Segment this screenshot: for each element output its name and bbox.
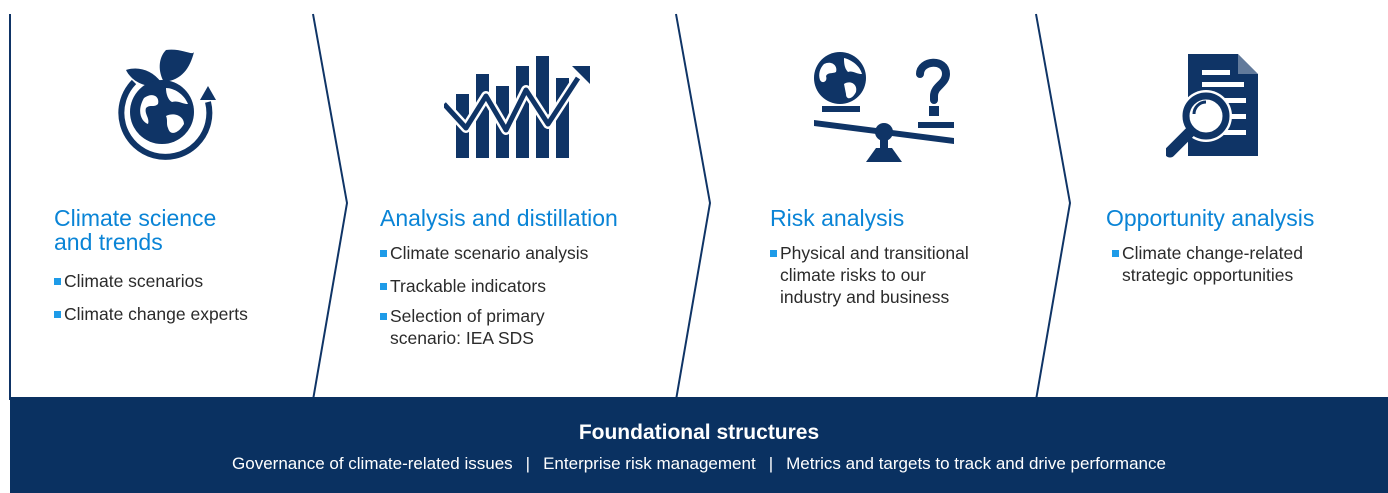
stage-title: Risk analysis (770, 205, 905, 231)
list-item: Climate scenario analysis (380, 242, 665, 264)
document-magnifier-icon (1166, 54, 1258, 158)
list-item: Climate change experts (54, 303, 304, 325)
stage-title: Climate science and trends (54, 205, 217, 255)
bullet-square-icon (1112, 250, 1119, 257)
bullet-square-icon (380, 250, 387, 257)
foundational-structures-banner: Foundational structures Governance of cl… (10, 397, 1388, 493)
list-item: Climate scenarios (54, 270, 304, 292)
divider-chevron-3 (1035, 13, 1072, 400)
banner-item-metrics-targets: Metrics and targets to track and drive p… (786, 454, 1166, 473)
stage-analysis-distillation: Analysis and distillation Climate scenar… (320, 0, 680, 400)
banner-item-governance: Governance of climate-related issues (232, 454, 513, 473)
bullet-square-icon (54, 278, 61, 285)
bullet-square-icon (54, 311, 61, 318)
banner-items: Governance of climate-related issues | Ent… (10, 453, 1388, 475)
stage-opportunity-analysis: Opportunity analysis Climate change-rela… (1060, 0, 1388, 400)
divider-chevron-1 (312, 13, 349, 400)
stage-bullet-list: Climate scenario analysis Trackable indi… (380, 242, 665, 357)
banner-item-risk-management: Enterprise risk management (543, 454, 756, 473)
stage-bullet-list: Climate scenarios Climate change experts (54, 270, 304, 336)
globe-balance-scale-icon (814, 52, 954, 162)
list-item: Trackable indicators (380, 275, 665, 297)
banner-separator: | (525, 454, 531, 473)
banner-separator: | (768, 454, 774, 473)
banner-title: Foundational structures (578, 421, 820, 444)
earth-leaf-cycle-icon (118, 49, 216, 160)
bullet-square-icon (380, 283, 387, 290)
bullet-square-icon (770, 250, 777, 257)
bullet-square-icon (380, 313, 387, 320)
stage-title: Opportunity analysis (1106, 205, 1315, 231)
stage-title: Analysis and distillation (380, 205, 618, 231)
bar-trend-chart-icon (444, 56, 590, 158)
stage-dividers (9, 13, 1072, 400)
divider-chevron-2 (675, 13, 712, 400)
stage-climate-science: Climate science and trends Climate scena… (0, 0, 315, 400)
